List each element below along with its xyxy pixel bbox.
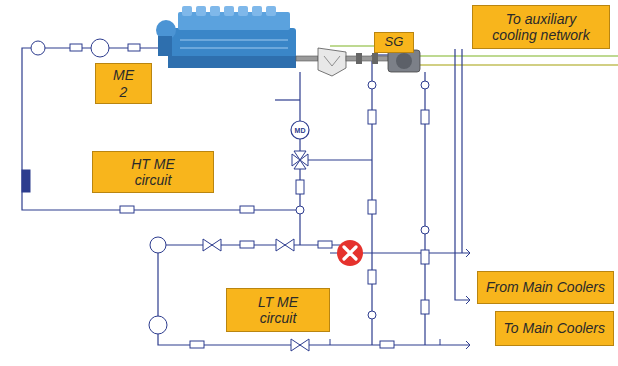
label-box: ME 2: [95, 63, 152, 104]
label-box: To auxiliary cooling network: [472, 5, 610, 49]
node-text: To Main Coolers: [504, 320, 605, 336]
label-box: SG: [374, 32, 414, 53]
label-box: HT ME circuit: [92, 151, 214, 193]
label-box: From Main Coolers: [477, 271, 614, 304]
node-text: ME 2: [112, 67, 135, 99]
label-box: LT ME circuit: [226, 288, 330, 332]
node-text: HT ME circuit: [123, 156, 183, 188]
motor-label: MD: [295, 127, 306, 134]
node-text: To auxiliary cooling network: [487, 11, 595, 43]
node-text: SG: [385, 35, 404, 50]
node-text: LT ME circuit: [247, 294, 309, 326]
node-text: From Main Coolers: [486, 279, 605, 295]
label-box: To Main Coolers: [495, 311, 614, 346]
